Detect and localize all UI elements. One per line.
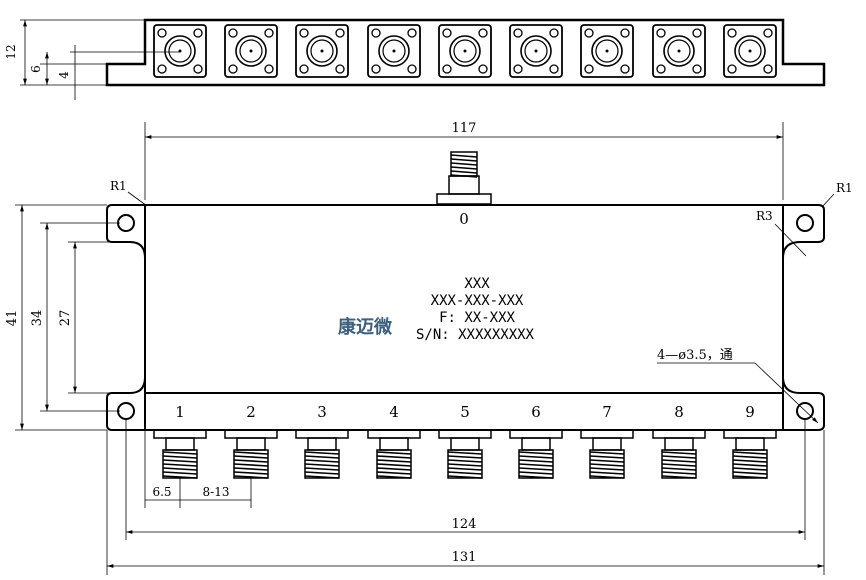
output-connector <box>580 429 634 479</box>
hole-note: 4—ø3.5，通 <box>657 348 733 363</box>
mounting-ear-left <box>106 204 146 431</box>
side-connector <box>224 24 278 78</box>
label-serial: S/N: XXXXXXXXX <box>416 327 535 343</box>
dim-overall-width-top: 117 <box>452 121 477 136</box>
side-connector <box>438 24 492 78</box>
dim-hole-span: 124 <box>452 517 477 532</box>
side-connector <box>652 24 706 78</box>
dim-overall-width: 131 <box>452 550 477 565</box>
top-view: 117 R1 R1 R3 4—ø3.5，通 0 <box>5 121 853 575</box>
side-view-outline <box>105 18 826 87</box>
output-connector <box>295 429 349 479</box>
dim-pitch: 8-13 <box>203 485 230 499</box>
side-connector <box>367 24 421 78</box>
output-connector <box>438 429 492 479</box>
dim-height-27: 27 <box>58 310 73 327</box>
port-label-output: 5 <box>460 403 470 421</box>
radius-r1-left: R1 <box>110 179 127 193</box>
output-connector <box>652 429 706 479</box>
side-connector <box>153 24 207 78</box>
label-part: XXX-XXX-XXX <box>431 293 524 309</box>
port-label-input: 0 <box>459 210 469 228</box>
brand-logo: 康迈微 <box>338 316 392 338</box>
side-connectors <box>153 24 777 78</box>
port-label-output: 3 <box>317 403 327 421</box>
label-freq: F: XX-XXX <box>439 310 515 326</box>
dim-height-41: 41 <box>5 310 20 327</box>
output-connectors <box>153 429 777 479</box>
dim-pitch-first: 6.5 <box>152 485 171 499</box>
mounting-ear-right <box>782 204 825 431</box>
mount-hole-bl <box>117 402 135 420</box>
side-connector <box>723 24 777 78</box>
port-label-output: 6 <box>531 403 541 421</box>
side-connector <box>509 24 563 78</box>
label-model: XXX <box>464 276 490 292</box>
port-label-output: 1 <box>175 403 185 421</box>
output-connector <box>509 429 563 479</box>
mount-hole-tr <box>796 214 814 232</box>
dim-top-height: 12 <box>4 44 18 59</box>
port-label-output: 8 <box>674 403 684 421</box>
port-label-output: 9 <box>745 403 755 421</box>
port-label-output: 7 <box>602 403 612 421</box>
dim-height-34: 34 <box>30 310 45 327</box>
radius-r1-right: R1 <box>836 181 853 195</box>
output-connector <box>153 429 207 479</box>
output-connector <box>723 429 777 479</box>
output-connector <box>367 429 421 479</box>
port-label-output: 4 <box>389 403 399 421</box>
side-connector <box>580 24 634 78</box>
mount-hole-tl <box>117 214 135 232</box>
side-connector <box>295 24 349 78</box>
port-label-output: 2 <box>246 403 256 421</box>
output-port-labels: 1 2 3 4 5 6 7 8 9 <box>175 403 755 421</box>
side-view: 12 6 4 <box>4 18 826 100</box>
input-connector <box>436 151 492 205</box>
output-connector <box>224 429 278 479</box>
radius-r3: R3 <box>756 209 773 223</box>
dim-top-step: 6 <box>29 65 43 73</box>
dim-top-connector: 4 <box>57 71 71 79</box>
